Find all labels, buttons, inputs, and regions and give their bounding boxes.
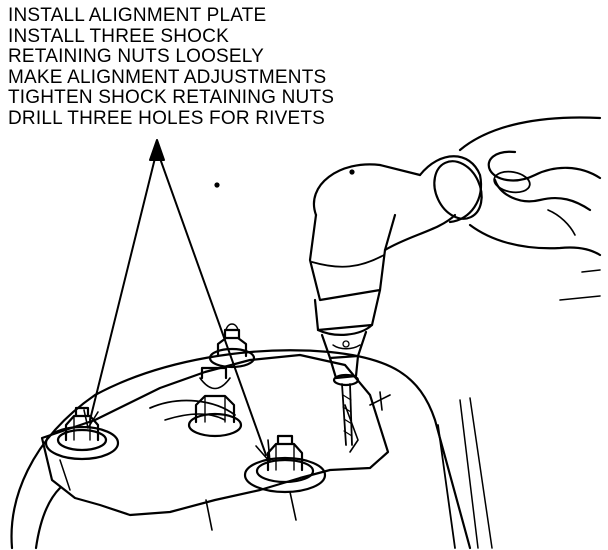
- shock-retaining-nut: [44, 406, 120, 461]
- instruction-list: INSTALL ALIGNMENT PLATE INSTALL THREE SH…: [8, 5, 335, 129]
- strut-tower: [10, 169, 493, 550]
- hand: [458, 116, 602, 301]
- drill: [308, 155, 483, 387]
- instruction-line: RETAINING NUTS LOOSELY: [8, 46, 265, 67]
- instruction-line: DRILL THREE HOLES FOR RIVETS: [8, 107, 326, 129]
- instruction-line: INSTALL THREE SHOCK: [8, 25, 229, 47]
- alignment-plate: [40, 353, 390, 531]
- instruction-line: TIGHTEN SHOCK RETAINING NUTS: [8, 87, 335, 108]
- drill-bit: [341, 383, 353, 446]
- shock-retaining-nut: [243, 434, 327, 494]
- callout-leaders: [83, 139, 271, 463]
- center-shock-nut: [187, 366, 243, 438]
- drill-target-mark: [369, 391, 391, 411]
- instruction-line: INSTALL ALIGNMENT PLATE: [8, 5, 267, 26]
- shock-retaining-nut: [208, 323, 256, 369]
- instruction-line: MAKE ALIGNMENT ADJUSTMENTS: [8, 66, 327, 88]
